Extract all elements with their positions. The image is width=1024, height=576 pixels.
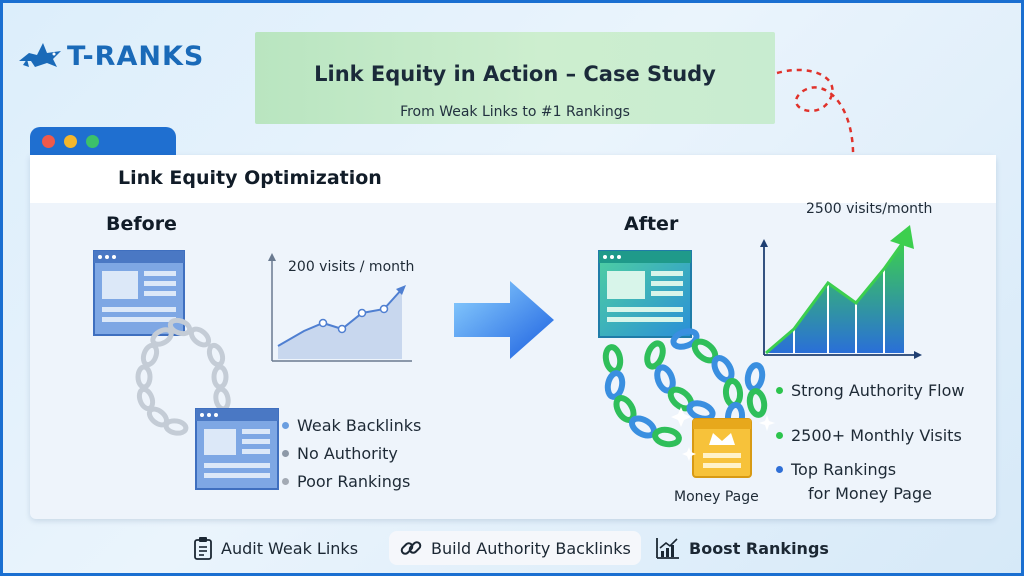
logo: T-RANKS (17, 39, 204, 73)
bullet-dot (776, 465, 783, 473)
shark-icon (19, 43, 61, 67)
bullet-dot (282, 477, 289, 485)
after-chart (760, 225, 922, 359)
before-page-top-icon (93, 250, 185, 336)
title-banner: Link Equity in Action – Case Study From … (255, 32, 775, 124)
bullet-dot (282, 449, 289, 457)
strong-chain-icon (602, 328, 768, 448)
window-tab (30, 127, 176, 157)
bullet-dot (776, 431, 783, 439)
list-item: Weak Backlinks (282, 411, 421, 439)
before-diagram (93, 250, 279, 490)
close-dot (42, 135, 55, 148)
list-item: 2500+ Monthly Visits (776, 413, 965, 457)
banner-title: Link Equity in Action – Case Study (314, 62, 716, 86)
after-chart-label: 2500 visits/month (806, 201, 933, 217)
after-label: After (624, 213, 679, 235)
banner-subtitle: From Weak Links to #1 Rankings (400, 104, 630, 120)
maximize-dot (86, 135, 99, 148)
window-title: Link Equity Optimization (118, 167, 382, 189)
after-bullets: Strong Authority Flow 2500+ Monthly Visi… (776, 367, 965, 505)
minimize-dot (64, 135, 77, 148)
before-label: Before (106, 213, 177, 235)
list-item: No Authority (282, 439, 421, 467)
after-page-icon (598, 250, 692, 338)
list-item: Strong Authority Flow (776, 367, 965, 413)
window-header: Link Equity Optimization (30, 155, 996, 203)
bullet-dot (776, 386, 783, 394)
link-icon (400, 541, 422, 555)
footer: Audit Weak Links Build Authority Backlin… (3, 529, 1021, 569)
list-item: Poor Rankings (282, 467, 421, 495)
money-page-label: Money Page (674, 489, 759, 505)
bar-chart-icon (656, 538, 679, 559)
footer-item-boost: Boost Rankings (655, 531, 829, 565)
list-item-continued: for Money Page (808, 483, 932, 503)
before-chart-label: 200 visits / month (288, 259, 415, 275)
bullet-dot (282, 421, 289, 429)
after-diagram (598, 250, 775, 478)
clipboard-icon (194, 537, 212, 560)
main-window: Link Equity Optimization Before (30, 155, 996, 519)
list-item: Top Rankings (776, 457, 965, 481)
before-chart (268, 253, 412, 362)
logo-text: T-RANKS (67, 40, 205, 72)
before-page-bottom-icon (195, 408, 279, 490)
before-bullets: Weak Backlinks No Authority Poor Ranking… (282, 411, 421, 495)
footer-item-audit: Audit Weak Links (193, 531, 358, 565)
money-page-icon (671, 407, 775, 478)
right-arrow-icon (454, 281, 554, 359)
footer-item-build: Build Authority Backlinks (389, 531, 641, 565)
